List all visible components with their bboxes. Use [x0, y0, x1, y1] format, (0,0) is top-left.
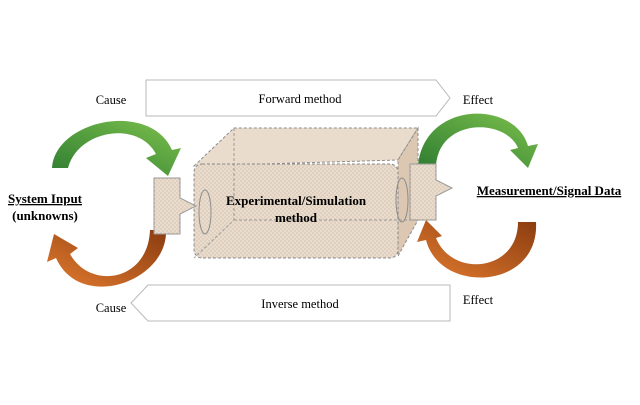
input-connector [153, 177, 198, 235]
measurement-signal-label: Measurement/Signal Data [477, 183, 622, 198]
cause-top-label: Cause [96, 93, 127, 107]
effect-top-label: Effect [463, 93, 494, 107]
center-label-line1: Experimental/Simulation [226, 193, 367, 208]
forward-method-arrow: Forward method [145, 79, 451, 117]
right-green-curved-arrow [418, 113, 538, 168]
experimental-simulation-box: Experimental/Simulation method [192, 126, 419, 259]
output-connector [409, 163, 454, 221]
inverse-method-label: Inverse method [261, 297, 339, 311]
system-input-label: System Input [8, 191, 83, 206]
left-orange-curved-arrow [47, 230, 167, 287]
right-orange-curved-arrow [417, 220, 537, 278]
forward-method-label: Forward method [259, 92, 343, 106]
effect-bottom-label: Effect [463, 293, 494, 307]
inverse-method-arrow: Inverse method [130, 284, 451, 322]
left-green-curved-arrow [52, 120, 181, 176]
system-input-sublabel: (unknowns) [12, 208, 78, 223]
center-label-line2: method [275, 210, 318, 225]
cause-bottom-label: Cause [96, 301, 127, 315]
